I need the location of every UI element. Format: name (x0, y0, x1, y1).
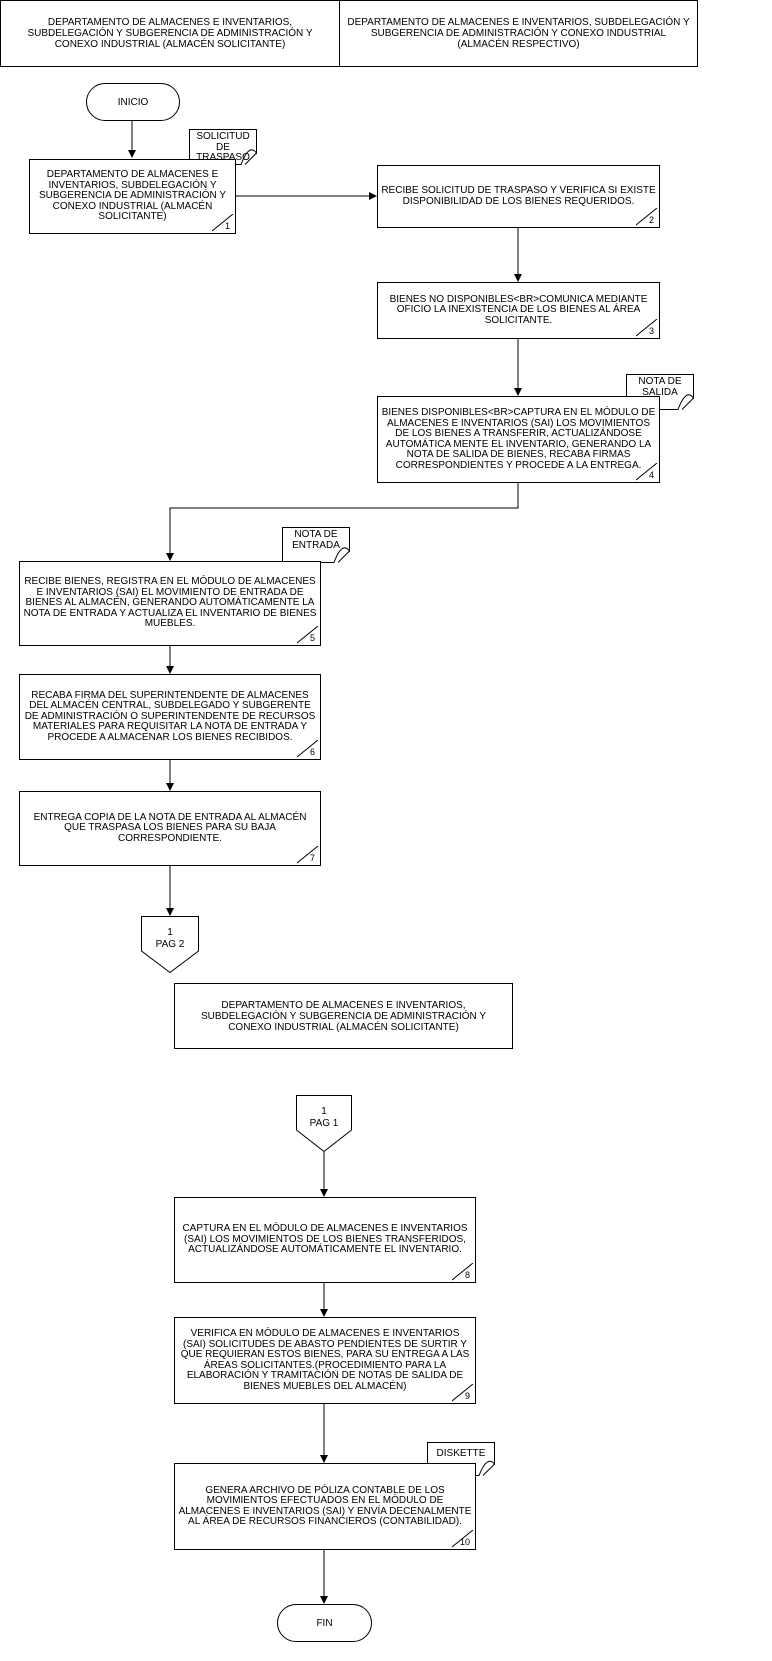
step-number: 4 (636, 463, 658, 481)
document-icon (189, 129, 257, 165)
connector-page: PAG 1 (309, 1118, 339, 1129)
lane-header-solicitante: DEPARTAMENTO DE ALMACENES E INVENTARIOS,… (0, 0, 340, 67)
lane-header-label: DEPARTAMENTO DE ALMACENES E INVENTARIOS,… (200, 999, 487, 1033)
step-5-box: RECIBE BIENES, REGISTRA EN EL MÓDULO DE … (19, 561, 321, 646)
step-number: 10 (452, 1530, 474, 1548)
end-label: FIN (316, 1617, 333, 1629)
step-number: 6 (297, 740, 319, 758)
step-number-label: 7 (309, 852, 315, 863)
step-number: 1 (212, 214, 234, 232)
step-7-box: ENTREGA COPIA DE LA NOTA DE ENTRADA AL A… (19, 791, 321, 866)
step-number-label: 10 (459, 1536, 470, 1547)
document-label: DISKETTE (436, 1448, 486, 1459)
step-7-text: ENTREGA COPIA DE LA NOTA DE ENTRADA AL A… (33, 811, 307, 844)
step-4-text: BIENES DISPONIBLES<BR>CAPTURA EN EL MÓDU… (381, 407, 656, 471)
step-9-box: VERIFICA EN MÓDULO DE ALMACENES E INVENT… (174, 1317, 476, 1404)
connector-page: PAG 2 (155, 939, 185, 950)
end-terminator: FIN (277, 1604, 372, 1642)
connector-icon (296, 1095, 352, 1152)
document-nota-entrada: NOTA DE ENTRADA (282, 527, 350, 563)
lane-header-respectivo: DEPARTAMENTO DE ALMACENES E INVENTARIOS,… (339, 0, 698, 67)
start-terminator: INICIO (86, 83, 180, 121)
start-label: INICIO (117, 96, 149, 108)
step-number-label: 8 (464, 1269, 470, 1280)
step-1-text: DEPARTAMENTO DE ALMACENES E INVENTARIOS,… (38, 169, 227, 223)
document-label: NOTA DE ENTRADA (292, 529, 340, 551)
step-number-label: 6 (309, 746, 315, 757)
step-5-text: RECIBE BIENES, REGISTRA EN EL MÓDULO DE … (23, 576, 317, 630)
step-4-box: BIENES DISPONIBLES<BR>CAPTURA EN EL MÓDU… (377, 396, 660, 483)
step-2-text: RECIBE SOLICITUD DE TRASPASO Y VERIFICA … (381, 185, 656, 207)
step-3-box: BIENES NO DISPONIBLES<BR>COMUNICA MEDIAN… (377, 282, 660, 339)
document-icon (282, 527, 350, 563)
step-8-box: CAPTURA EN EL MÓDULO DE ALMACENES E INVE… (174, 1197, 476, 1283)
step-number-label: 1 (224, 220, 230, 231)
step-number-label: 5 (309, 632, 315, 643)
step-number-label: 9 (464, 1390, 470, 1401)
step-number: 5 (297, 626, 319, 644)
step-1-box: DEPARTAMENTO DE ALMACENES E INVENTARIOS,… (29, 159, 236, 234)
step-number: 8 (452, 1263, 474, 1281)
step-2-box: RECIBE SOLICITUD DE TRASPASO Y VERIFICA … (377, 165, 660, 228)
connector-number: 1 (167, 927, 173, 938)
step-3-text: BIENES NO DISPONIBLES<BR>COMUNICA MEDIAN… (389, 293, 648, 326)
step-9-text: VERIFICA EN MÓDULO DE ALMACENES E INVENT… (180, 1328, 470, 1392)
document-solicitud-traspaso: SOLICITUD DE TRASPASO (189, 129, 257, 165)
lane-header-label: DEPARTAMENTO DE ALMACENES E INVENTARIOS,… (27, 17, 313, 50)
lane-header-label: DEPARTAMENTO DE ALMACENES E INVENTARIOS,… (347, 17, 690, 50)
step-10-box: GENERA ARCHIVO DE PÓLIZA CONTABLE DE LOS… (174, 1463, 476, 1550)
step-number-label: 3 (648, 325, 654, 336)
step-6-text: RECABA FIRMA DEL SUPERINTENDENTE DE ALMA… (24, 689, 316, 743)
document-label: SOLICITUD DE TRASPASO (196, 131, 250, 163)
step-number: 9 (452, 1384, 474, 1402)
step-number-label: 4 (648, 469, 654, 480)
step-number-label: 2 (648, 214, 654, 225)
connector-number: 1 (321, 1106, 327, 1117)
step-10-text: GENERA ARCHIVO DE PÓLIZA CONTABLE DE LOS… (178, 1484, 472, 1527)
document-label: NOTA DE SALIDA (638, 376, 682, 398)
connector-icon (141, 916, 199, 973)
lane-header-solicitante-pag2: DEPARTAMENTO DE ALMACENES E INVENTARIOS,… (174, 983, 513, 1049)
step-number: 3 (636, 319, 658, 337)
step-number: 7 (297, 846, 319, 864)
step-8-text: CAPTURA EN EL MÓDULO DE ALMACENES E INVE… (182, 1223, 468, 1256)
step-number: 2 (636, 208, 658, 226)
step-6-box: RECABA FIRMA DEL SUPERINTENDENTE DE ALMA… (19, 674, 321, 760)
